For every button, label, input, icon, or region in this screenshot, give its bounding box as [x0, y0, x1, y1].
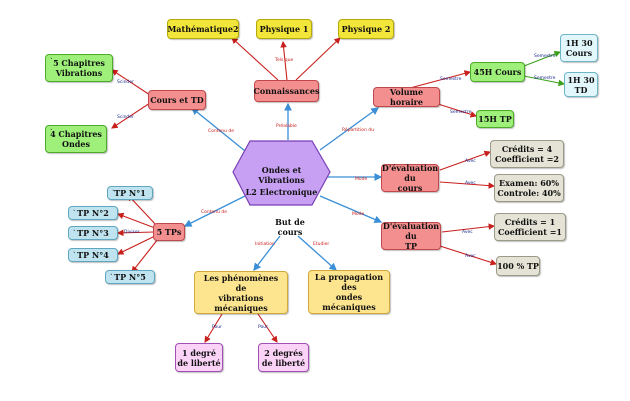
node-connaissances[interactable]: Connaissances [253, 80, 320, 102]
label-avec-3: Avec [462, 230, 473, 235]
node-evaluation-cours[interactable]: D'évaluation du cours [381, 163, 439, 193]
node-tp5-label: TP N°5 [114, 272, 146, 282]
node-propagation[interactable]: La propagation des ondes mécaniques [308, 270, 390, 314]
node-tp1-label: TP N°1 [114, 188, 146, 198]
edge-45h-30c [523, 50, 562, 67]
edge-phen-deg2 [257, 313, 278, 343]
node-4-chapitres[interactable]: `4 Chapitres Ondes [45, 125, 107, 153]
node-tp3[interactable]: `TP N°3 [68, 226, 118, 240]
label-contenu-2: Contenu de [201, 210, 228, 215]
label-semestre-2: Semestre [450, 110, 472, 115]
edge-evalc-credits4 [439, 150, 492, 171]
label-avec-4: Avec [465, 254, 476, 259]
node-evaluation-tp[interactable]: D'évaluation du TP [381, 221, 441, 251]
node-45h-cours[interactable]: 45H Cours [470, 62, 525, 82]
label-contenu-1: Contenu de [208, 129, 235, 134]
edge-but-phenomenes [253, 235, 281, 272]
node-examen[interactable]: Examen: 60% Controle: 40% [494, 174, 564, 202]
node-tp4-label: TP N°4 [77, 250, 109, 260]
node-cours-et-td[interactable]: Cours et TD [148, 90, 206, 110]
edge-phen-deg1 [204, 313, 223, 343]
node-tp1[interactable]: `TP N°1 [107, 186, 153, 200]
label-scinder-1: Scinder [117, 80, 134, 85]
node-tp5[interactable]: `TP N°5 [105, 270, 155, 284]
edge-center-tps [183, 195, 246, 227]
label-semestre-4: Semestre [534, 76, 556, 81]
edge-center-volume [319, 107, 380, 151]
center-title-line1: Ondes et Vibrations [258, 165, 305, 185]
center-title-line2: L2 Electronique [245, 187, 318, 197]
edge-coursetd-ch4 [111, 102, 151, 129]
label-semestre-3: Semestre [534, 54, 556, 59]
node-physique1[interactable]: Physique 1 [256, 19, 312, 39]
expand-marker-icon: ` [112, 190, 115, 197]
label-pour-2: Pour [258, 325, 269, 330]
label-diviser: Diviser [124, 230, 140, 235]
expand-marker-icon: ` [110, 274, 113, 281]
label-mode-2: Mode [352, 212, 365, 217]
label-prealable: Préalable [276, 124, 297, 129]
edge-tps-tp2 [116, 212, 156, 229]
label-semestre-1: Semestre [440, 77, 462, 82]
edge-conn-math [231, 37, 279, 81]
edge-tps-tp5 [131, 238, 159, 273]
expand-marker-icon: ` [50, 129, 53, 136]
label-avec-1: Avec [465, 159, 476, 164]
node-4-chapitres-label: 4 Chapitres Ondes [50, 129, 102, 149]
edge-conn-phys1 [280, 40, 288, 81]
node-tp3-label: TP N°3 [77, 228, 109, 238]
expand-marker-icon: ` [73, 210, 76, 217]
edge-volume-15h [437, 103, 478, 118]
node-mathematique2[interactable]: Mathématique2 [167, 19, 239, 39]
node-credits-4[interactable]: Crédits = 4 Coefficient =2 [490, 140, 564, 168]
label-scinder-2: Scinder [117, 115, 134, 120]
node-tp4[interactable]: `TP N°4 [68, 248, 118, 262]
edge-center-eval-tp [319, 195, 383, 224]
node-physique2[interactable]: Physique 2 [338, 19, 394, 39]
node-1h30-td[interactable]: 1H 30 TD [564, 72, 598, 97]
label-tels-que: Tels que [275, 58, 294, 63]
edge-tps-tp4 [117, 235, 156, 255]
edge-tps-tp1 [127, 194, 158, 227]
expand-marker-icon: ` [50, 58, 53, 65]
edge-tps-tp3 [116, 229, 155, 237]
node-tp2[interactable]: `TP N°2 [68, 206, 118, 220]
node-1h30-cours[interactable]: 1H 30 Cours [560, 34, 598, 62]
node-15h-tp[interactable]: 15H TP [476, 110, 514, 128]
node-100-tp[interactable]: 100 % TP [496, 256, 540, 276]
node-5-tps[interactable]: 5 TPs [153, 223, 185, 241]
center-hexagon [232, 140, 331, 206]
label-avec-2: Avec [465, 181, 476, 186]
edge-coursetd-ch5 [111, 69, 151, 96]
expand-marker-icon: ` [73, 252, 76, 259]
edge-45h-30t [523, 75, 566, 87]
edge-conn-phys2 [295, 37, 341, 81]
edge-evaltp-credits1 [441, 223, 496, 233]
label-etudier: Etudier [313, 242, 330, 247]
edge-evaltp-100 [439, 245, 498, 266]
edge-center-cours-td [190, 107, 251, 156]
node-phenomenes[interactable]: Les phénomènes de vibrations mécaniques [194, 271, 288, 314]
label-initiation: Initiation [255, 242, 275, 247]
label-repartition: Répartition du [342, 128, 374, 133]
edge-evalc-exam [439, 181, 496, 189]
label-pour-1: Pour [212, 325, 223, 330]
node-5-chapitres-label: 5 Chapitres Vibrations [53, 58, 105, 78]
but-de-cours: But de cours [275, 217, 305, 237]
edge-but-propagation [297, 235, 337, 271]
edge-volume-45h [409, 70, 472, 89]
label-mode-1: Mode [355, 177, 368, 182]
expand-marker-icon: ` [73, 230, 76, 237]
node-5-chapitres[interactable]: `5 Chapitres Vibrations [45, 54, 113, 82]
node-1-degre[interactable]: 1 degré de liberté [175, 343, 223, 372]
node-tp2-label: TP N°2 [77, 208, 109, 218]
node-volume-horaire[interactable]: Volume horaire [373, 87, 440, 107]
node-credits-1[interactable]: Crédits = 1 Coefficient =1 [494, 213, 566, 241]
node-2-degres[interactable]: 2 degrés de liberté [258, 343, 309, 372]
